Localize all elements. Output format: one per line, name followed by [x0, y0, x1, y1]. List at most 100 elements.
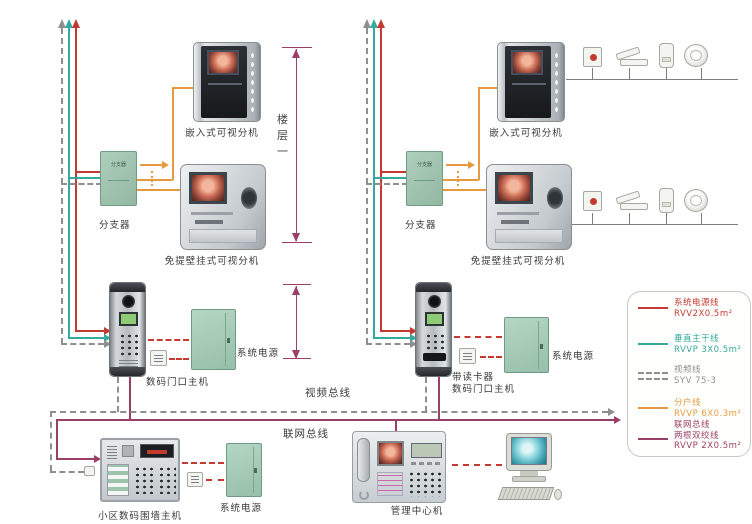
power-connection-wire: [182, 462, 224, 464]
sensor-bus-wire: [566, 79, 738, 80]
video-riser-wire: [366, 28, 368, 344]
power-supply-device: [504, 317, 549, 373]
system-power-label: 系统电源: [552, 351, 595, 362]
door-station-cap: [110, 283, 145, 292]
monitor-buttons: [250, 51, 255, 113]
network-bus-wire: [56, 458, 94, 460]
video-bus-wire: [50, 411, 608, 413]
door-station-cap: [110, 367, 145, 376]
legend-spec: RVVP 3X0.5m²: [674, 344, 742, 355]
sensor-drop-wire: [701, 68, 702, 79]
lcd-display: [411, 443, 442, 458]
keypad: [158, 466, 176, 494]
sensor-drop-wire: [592, 213, 593, 224]
embedded-monitor-label: 嵌入式可视分机: [185, 128, 259, 139]
monitor-buttons: [554, 51, 559, 113]
center-pc-wire: [452, 464, 502, 466]
led-display: [140, 444, 174, 458]
panic-button-sensor: [583, 47, 602, 67]
power-handle: [227, 338, 230, 343]
monitor-screen: [189, 172, 227, 204]
network-drop-wire: [395, 419, 397, 433]
power-riser-wire: [75, 28, 77, 331]
wall-monitor-label: 免提壁挂式可视分机: [164, 256, 260, 267]
power-branch-wire: [75, 171, 102, 173]
splitter-faceplate-text: 分支器: [416, 162, 432, 168]
floor-label: 楼层一: [277, 113, 288, 158]
status-panel: [377, 472, 403, 496]
door-station-cap: [416, 283, 451, 292]
power-branch-wire: [380, 330, 410, 332]
power-door-line: [225, 313, 226, 366]
keypad: [119, 333, 139, 356]
dimension-arrow-up: [292, 286, 300, 295]
wire-arrow: [104, 327, 111, 335]
power-branch-wire: [380, 171, 408, 173]
monitor-screen: [511, 50, 543, 75]
household-arrow: [162, 161, 169, 169]
network-drop-wire: [129, 377, 131, 420]
function-buttons: [411, 462, 442, 465]
riser-arrow-power: [377, 19, 385, 28]
sensor-drop-wire: [629, 213, 630, 224]
management-center-label: 管理中心机: [390, 506, 444, 517]
directory-rows: [107, 464, 129, 496]
power-door-line: [253, 447, 254, 493]
household-arrow-wire: [140, 164, 162, 166]
system-power-label: 系统电源: [237, 348, 280, 359]
monitor-base: [512, 476, 546, 482]
wire-terminal: [84, 466, 95, 476]
dimension-arrow-up: [292, 49, 300, 58]
power-connection-wire: [169, 358, 189, 360]
pc-screen: [511, 437, 547, 465]
legend-label: 两根双绞线: [674, 430, 720, 441]
power-connection-wire: [480, 356, 502, 358]
power-branch-wire: [75, 330, 104, 332]
household-wire: [478, 87, 498, 89]
card-reader-host-label: 数码门口主机: [452, 384, 516, 395]
household-wire: [443, 189, 488, 191]
led-text: [147, 450, 167, 454]
household-wire: [478, 87, 480, 180]
panic-button: [590, 198, 597, 205]
dimension-cap: [282, 242, 312, 243]
legend-label: 联网总线: [674, 420, 711, 430]
lock-detail: [191, 476, 199, 483]
video-bus-wire: [50, 411, 52, 471]
household-arrow-wire: [446, 164, 468, 166]
monitor-neck: [520, 471, 538, 476]
handset: [357, 438, 370, 482]
keyboard: [497, 487, 555, 500]
electric-lock-device: [187, 472, 203, 487]
legend-label: 分户线: [674, 398, 702, 408]
power-riser-wire: [380, 28, 382, 331]
household-arrow: [468, 161, 475, 169]
sensor-drop-wire: [666, 68, 667, 79]
sensor-drop-wire: [629, 68, 630, 79]
power-connection-wire: [206, 479, 224, 481]
wire-arrow: [94, 455, 101, 463]
wire-arrow: [410, 340, 417, 348]
monitor-trim: [208, 83, 242, 85]
electric-lock-device: [150, 350, 167, 366]
speaker-grille: [241, 187, 257, 209]
power-connection-wire: [454, 336, 502, 338]
household-dotted-wire: [457, 171, 459, 186]
splitter-label: 分支器: [405, 220, 437, 231]
household-dotted-wire: [151, 171, 153, 186]
keypad: [425, 333, 445, 350]
splitter-faceplate-line: [414, 180, 435, 181]
lock-detail: [154, 354, 163, 362]
dimension-line: [296, 286, 297, 358]
card-reader-door-station-device: [415, 282, 452, 377]
monitor-button-strip: [495, 229, 563, 243]
sensor-drop-wire: [666, 213, 667, 224]
monitor-screen: [495, 172, 533, 204]
door-station-display: [119, 312, 138, 326]
household-wire: [137, 179, 173, 181]
monitor-trim: [191, 212, 233, 215]
trunk-branch-wire: [68, 337, 104, 339]
dimension-cap: [283, 284, 311, 285]
keypad: [134, 466, 154, 494]
splitter-device: 分支器: [100, 151, 137, 206]
